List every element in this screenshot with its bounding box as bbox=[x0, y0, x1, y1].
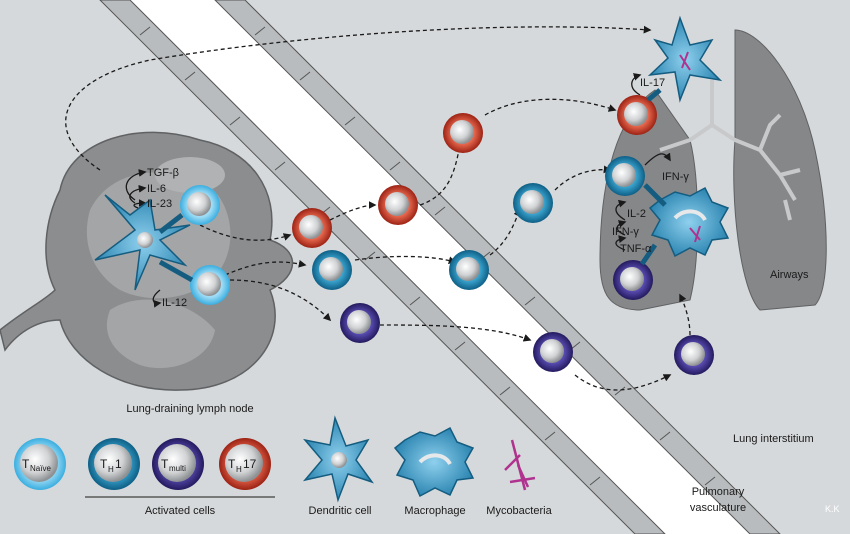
legend-mycobacteria-icon bbox=[504, 439, 536, 491]
svg-text:1: 1 bbox=[115, 457, 122, 471]
pulmonary-vessel bbox=[99, 0, 781, 534]
svg-text:Naïve: Naïve bbox=[30, 464, 51, 473]
th17-cell-lung bbox=[617, 95, 657, 135]
naive-t-cell-2 bbox=[190, 265, 230, 305]
legend-macrophage: Macrophage bbox=[404, 505, 465, 517]
legend-th1: T H 1 bbox=[88, 438, 140, 490]
airway-tree bbox=[659, 80, 801, 221]
tmulti-cell-2 bbox=[533, 332, 573, 372]
cytokine-labels: TGF-β IL-6 IL-23 IL-12 IL-17 IFN-γ IL-2 … bbox=[147, 77, 689, 309]
th1-cell-1 bbox=[312, 250, 352, 290]
label-il17: IL-17 bbox=[640, 77, 665, 89]
label-ifn-gamma-top: IFN-γ bbox=[662, 171, 689, 183]
tmulti-cell-3 bbox=[674, 335, 714, 375]
svg-text:17: 17 bbox=[243, 457, 257, 471]
macrophage-lung bbox=[648, 186, 730, 258]
label-ifn-gamma-mid: IFN-γ bbox=[612, 226, 639, 238]
th17-cell-1 bbox=[292, 208, 332, 248]
legend-macrophage-icon bbox=[393, 426, 475, 498]
label-pulmonary: Pulmonary bbox=[692, 486, 745, 498]
tmulti-cell-lung bbox=[613, 260, 653, 300]
synapse-links bbox=[158, 88, 667, 283]
tmulti-cell-1 bbox=[340, 303, 380, 343]
label-il12: IL-12 bbox=[162, 297, 187, 309]
legend-mycobacteria: Mycobacteria bbox=[486, 505, 552, 517]
cytokine-arrows bbox=[125, 73, 671, 308]
label-il23: IL-23 bbox=[147, 198, 172, 210]
mycobacteria-in-macrophage bbox=[689, 225, 701, 243]
dendritic-cell-lymph-node bbox=[94, 194, 191, 291]
label-lymph-node: Lung-draining lymph node bbox=[126, 403, 253, 415]
th17-cell-2 bbox=[378, 185, 418, 225]
th1-cell-3 bbox=[513, 183, 553, 223]
region-labels: Lung-draining lymph node Airways Lung in… bbox=[126, 269, 839, 514]
svg-text:H: H bbox=[236, 465, 242, 474]
legend: T Naïve T H 1 T multi T H 17 Activated c… bbox=[14, 415, 553, 517]
th1-cell-2 bbox=[449, 250, 489, 290]
label-il6: IL-6 bbox=[147, 183, 166, 195]
legend-dendritic-cell-icon bbox=[302, 415, 374, 503]
label-tgf-beta: TGF-β bbox=[147, 167, 179, 179]
t-cells bbox=[180, 95, 714, 375]
svg-text:T: T bbox=[161, 457, 169, 471]
label-tnf-alpha: TNF-α bbox=[620, 243, 652, 255]
dendritic-cell-lung bbox=[647, 15, 723, 103]
naive-t-cell-1 bbox=[180, 185, 220, 225]
label-vasculature: vasculature bbox=[690, 502, 746, 514]
legend-activated-cells: Activated cells bbox=[145, 505, 216, 517]
th17-cell-3 bbox=[443, 113, 483, 153]
svg-text:T: T bbox=[228, 457, 236, 471]
mycobacteria-in-dc bbox=[679, 51, 691, 71]
legend-naive: T Naïve bbox=[14, 438, 66, 490]
legend-tmulti: T multi bbox=[152, 438, 204, 490]
label-il2: IL-2 bbox=[627, 208, 646, 220]
label-airways: Airways bbox=[770, 269, 809, 281]
legend-th17: T H 17 bbox=[219, 438, 271, 490]
th1-cell-lung bbox=[605, 156, 645, 196]
label-credit: K.K bbox=[825, 504, 840, 514]
svg-text:H: H bbox=[108, 465, 114, 474]
svg-text:multi: multi bbox=[169, 464, 186, 473]
label-lung-interstitium: Lung interstitium bbox=[733, 433, 814, 445]
legend-dendritic-cell: Dendritic cell bbox=[309, 505, 372, 517]
svg-text:T: T bbox=[22, 457, 30, 471]
svg-text:T: T bbox=[100, 457, 108, 471]
